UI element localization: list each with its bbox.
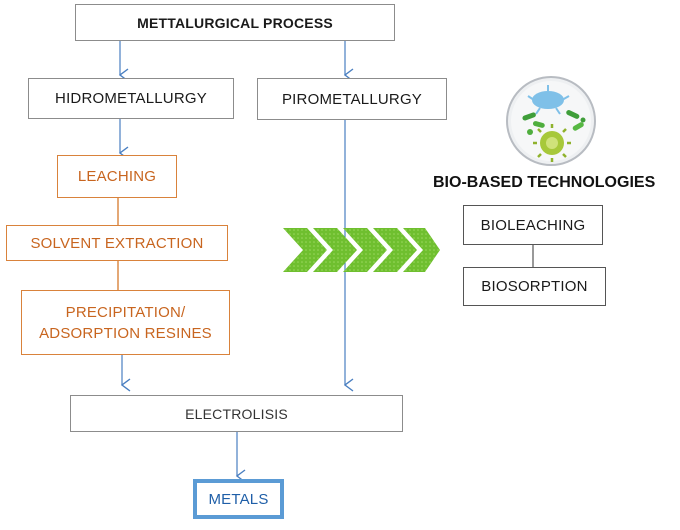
biosorption-label: BIOSORPTION (481, 278, 588, 295)
bioleaching-box: BIOLEACHING (463, 205, 603, 245)
metals-box: METALS (193, 479, 284, 519)
bacteria-illustration-icon (506, 76, 596, 166)
hydrometallurgy-label: HIDROMETALLURGY (55, 90, 207, 107)
metals-label: METALS (208, 490, 269, 508)
pyrometallurgy-box: PIROMETALLURGY (257, 78, 447, 120)
precipitation-label-line1: PRECIPITATION/ (65, 303, 186, 321)
biosorption-box: BIOSORPTION (463, 267, 606, 306)
leaching-label: LEACHING (77, 168, 157, 185)
bio-based-technologies-title: BIO-BASED TECHNOLOGIES (433, 174, 656, 191)
bioleaching-label: BIOLEACHING (480, 216, 586, 234)
solvent-extraction-label: SOLVENT EXTRACTION (30, 234, 204, 252)
solvent-extraction-box: SOLVENT EXTRACTION (6, 225, 228, 261)
leaching-box: LEACHING (57, 155, 177, 198)
title-box: METTALURGICAL PROCESS (75, 4, 395, 41)
precipitation-label-line2: ADSORPTION RESINES (39, 324, 212, 342)
pyrometallurgy-label: PIROMETALLURGY (281, 90, 423, 108)
chevron-arrows-icon (283, 228, 440, 272)
electrolysis-label: ELECTROLISIS (185, 405, 288, 422)
electrolysis-box: ELECTROLISIS (70, 395, 403, 432)
precipitation-box: PRECIPITATION/ ADSORPTION RESINES (21, 290, 230, 355)
hydrometallurgy-box: HIDROMETALLURGY (28, 78, 234, 119)
title-label: METTALURGICAL PROCESS (137, 14, 333, 31)
